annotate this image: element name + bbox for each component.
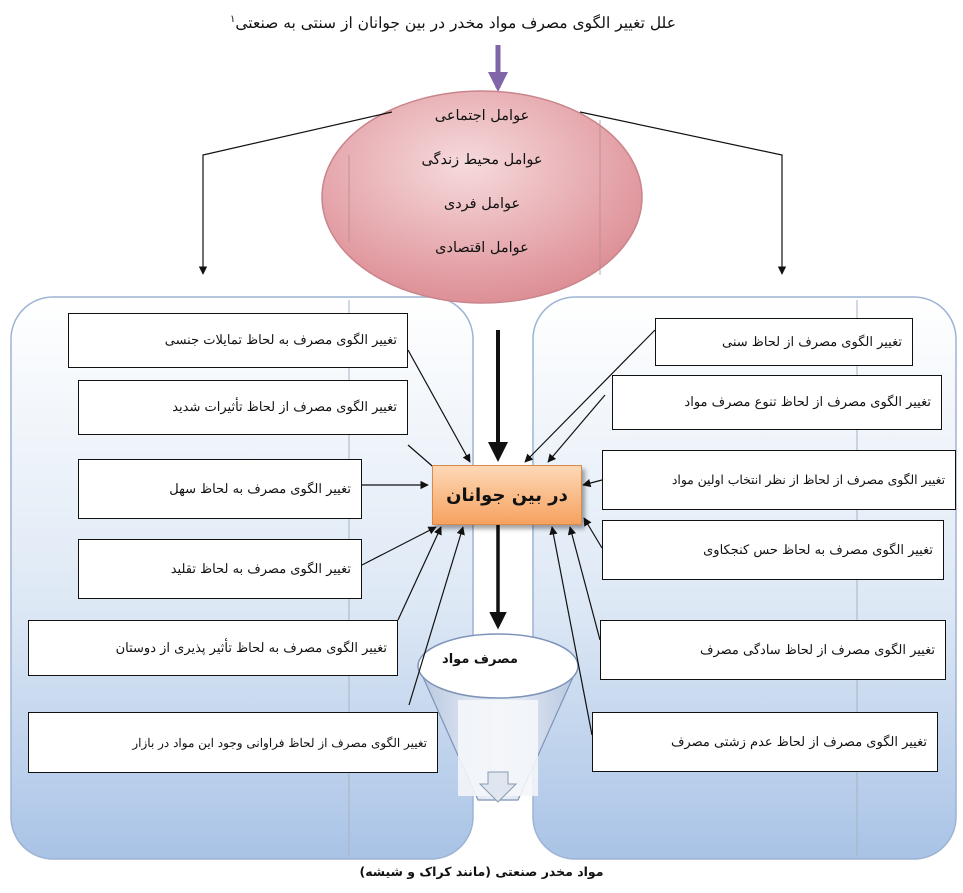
factors-ellipse xyxy=(321,90,643,304)
left-item-6: تغییر الگوی مصرف از لحاظ فراوانی وجود ای… xyxy=(28,712,438,773)
funnel-down-icon xyxy=(478,771,518,803)
left-item-3: تغییر الگوی مصرف به لحاظ سهل xyxy=(78,459,362,519)
left-arrow-4 xyxy=(361,526,437,566)
right-item-3: تغییر الگوی مصرف از لحاظ از نظر انتخاب ا… xyxy=(602,450,956,510)
footer-caption: مواد مخدر صنعتی (مانند کراک و شیشه) xyxy=(359,864,604,879)
right-item-6: تغییر الگوی مصرف از لحاظ عدم زشتی مصرف xyxy=(592,712,938,772)
left-item-4: تغییر الگوی مصرف به لحاظ تقلید xyxy=(78,539,362,599)
left-arrow-6 xyxy=(408,526,465,706)
diagram-title: علل تغییر الگوی مصرف مواد مخدر در بین جو… xyxy=(230,14,676,33)
factor-environment: عوامل محیط زندگی xyxy=(421,152,543,168)
funnel-label: مصرف مواد xyxy=(442,652,518,667)
right-arrow-6 xyxy=(549,526,593,736)
right-item-2: تغییر الگوی مصرف از لحاظ تنوع مصرف مواد xyxy=(612,375,942,430)
right-arrow-1 xyxy=(524,329,656,463)
left-arrow-5 xyxy=(397,526,442,621)
branch-left xyxy=(198,111,393,275)
factor-social: عوامل اجتماعی xyxy=(434,108,530,124)
right-item-4: تغییر الگوی مصرف به لحاظ حس کنجکاوی xyxy=(602,520,944,580)
right-arrow-5 xyxy=(567,526,601,641)
left-item-1: تغییر الگوی مصرف به لحاظ تمایلات جنسی xyxy=(68,313,408,368)
factor-economic: عوامل اقتصادی xyxy=(435,240,529,256)
factor-individual: عوامل فردی xyxy=(443,196,521,212)
right-item-1: تغییر الگوی مصرف از لحاظ سنی xyxy=(655,318,913,366)
right-arrow-4 xyxy=(583,517,603,549)
right-arrow-3 xyxy=(582,479,603,488)
right-item-5: تغییر الگوی مصرف از لحاظ سادگی مصرف xyxy=(600,620,946,680)
left-item-5: تغییر الگوی مصرف به لحاظ تأثیر پذیری از … xyxy=(28,620,398,676)
left-item-2: تغییر الگوی مصرف از لحاظ تأثیرات شدید xyxy=(78,380,408,435)
branch-right xyxy=(579,111,787,275)
left-arrow-1 xyxy=(407,349,471,463)
funnel-rim xyxy=(417,633,579,699)
center-box: در بین جوانان xyxy=(432,465,582,525)
right-arrow-2 xyxy=(547,394,606,463)
